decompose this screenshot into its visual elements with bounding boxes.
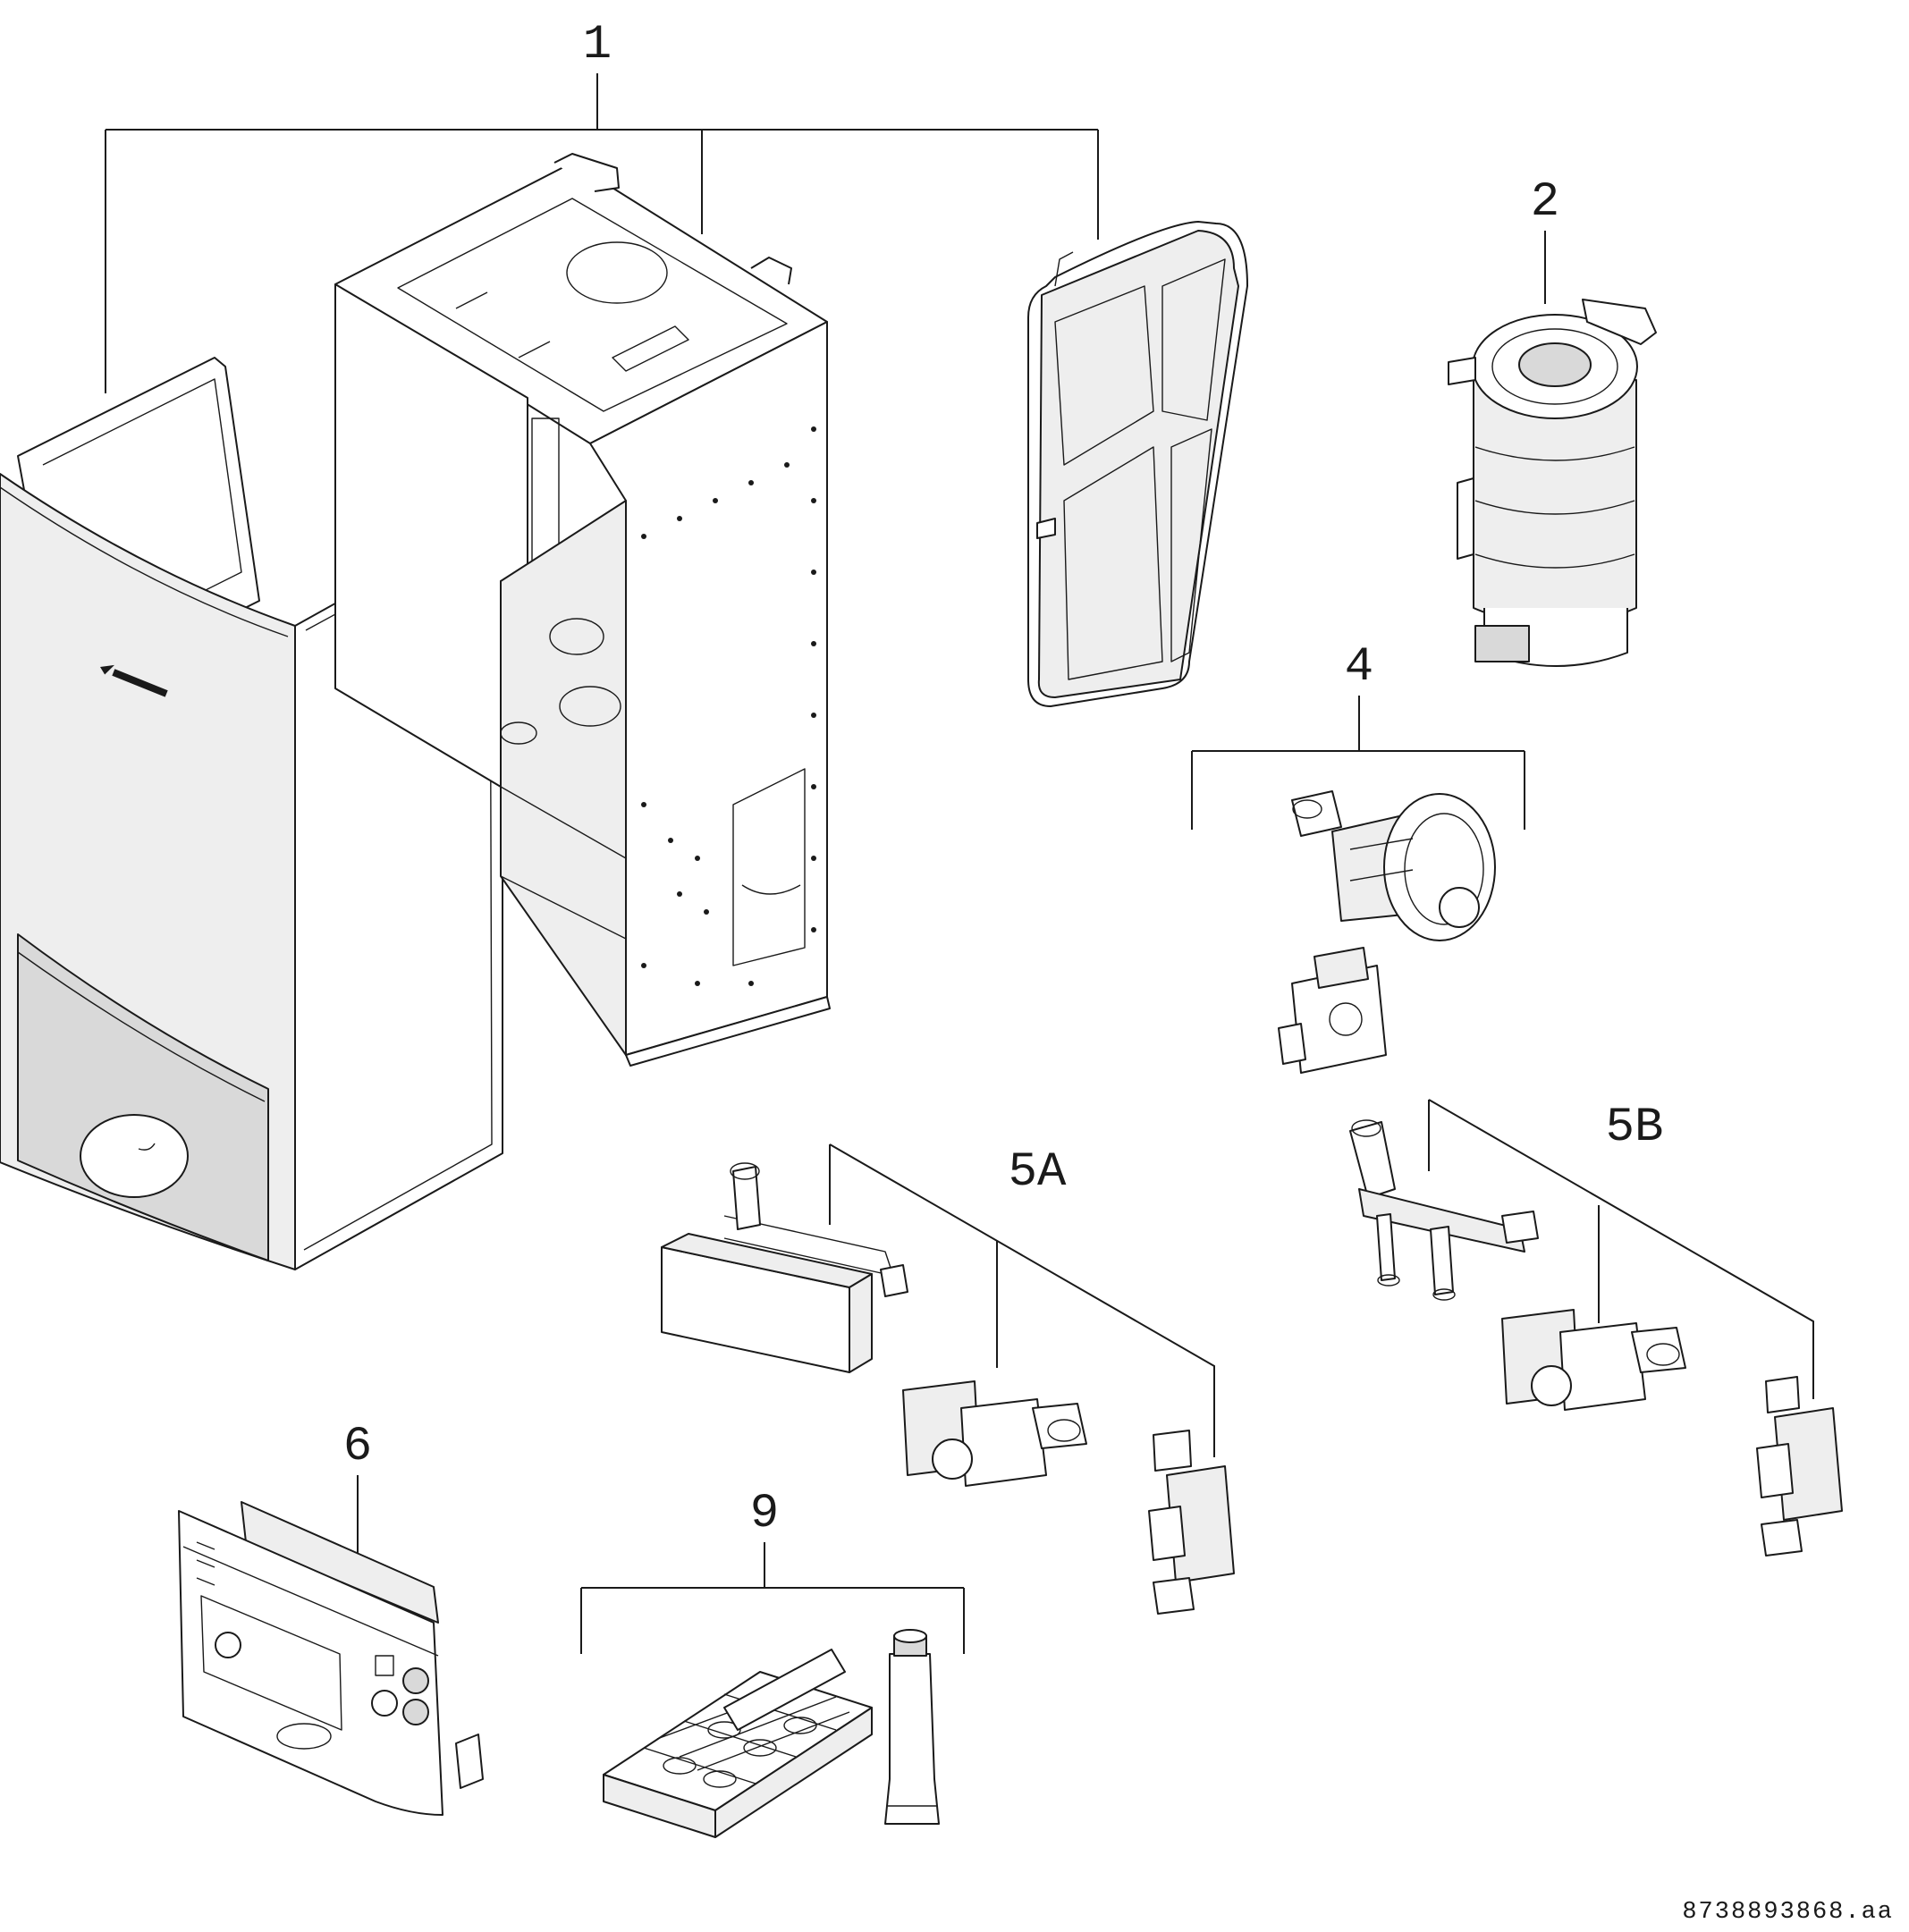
callout-4-label: 4 bbox=[1345, 640, 1373, 695]
brand-logo-icon bbox=[100, 664, 168, 697]
control-panel bbox=[178, 1501, 484, 1816]
callout-1-group: 1 bbox=[105, 18, 1099, 393]
callout-5b-group: 5B bbox=[1428, 1099, 1814, 1399]
callout-5a-group: 5A bbox=[829, 1143, 1215, 1457]
plate-heat-exchanger-5a bbox=[661, 1162, 908, 1373]
callout-6-label: 6 bbox=[343, 1420, 372, 1474]
front-lower-flap bbox=[17, 933, 269, 1261]
callout-9-leader bbox=[580, 1542, 965, 1654]
callout-5b-label: 5B bbox=[1606, 1101, 1664, 1155]
callout-2-group: 2 bbox=[1531, 175, 1559, 304]
callout-4-leader bbox=[1191, 696, 1525, 830]
hydraulic-block-5b bbox=[1349, 1119, 1539, 1301]
callout-9-label: 9 bbox=[750, 1487, 779, 1541]
callout-6-group: 6 bbox=[343, 1420, 372, 1556]
callout-4-group: 4 bbox=[1191, 640, 1525, 830]
chassis-perforations bbox=[641, 426, 816, 986]
fan-assembly bbox=[1291, 790, 1496, 941]
callout-1-leader bbox=[105, 73, 1099, 393]
pump-5a bbox=[902, 1380, 1087, 1487]
expansion-vessel bbox=[1027, 221, 1248, 707]
pump-5b bbox=[1501, 1309, 1686, 1411]
diverter-valve-5b bbox=[1756, 1376, 1843, 1557]
control-knob-right bbox=[371, 1690, 398, 1717]
diverter-valve-5a bbox=[1148, 1430, 1235, 1615]
seal-kit-box bbox=[603, 1649, 873, 1838]
callout-1-label: 1 bbox=[583, 18, 612, 72]
heat-exchanger bbox=[1448, 299, 1657, 667]
document-number: 8738893868.aa bbox=[1682, 1899, 1894, 1926]
control-knob-left bbox=[215, 1632, 241, 1658]
callout-9-group: 9 bbox=[580, 1487, 965, 1654]
display-window bbox=[80, 1114, 189, 1198]
callout-2-label: 2 bbox=[1531, 175, 1559, 230]
callout-5b-leader bbox=[1428, 1099, 1814, 1399]
callout-5a-label: 5A bbox=[1009, 1145, 1067, 1200]
grease-tube bbox=[884, 1629, 940, 1825]
chassis-frame bbox=[334, 153, 831, 1067]
callout-5a-leader bbox=[829, 1143, 1215, 1457]
gas-valve bbox=[1278, 947, 1387, 1074]
